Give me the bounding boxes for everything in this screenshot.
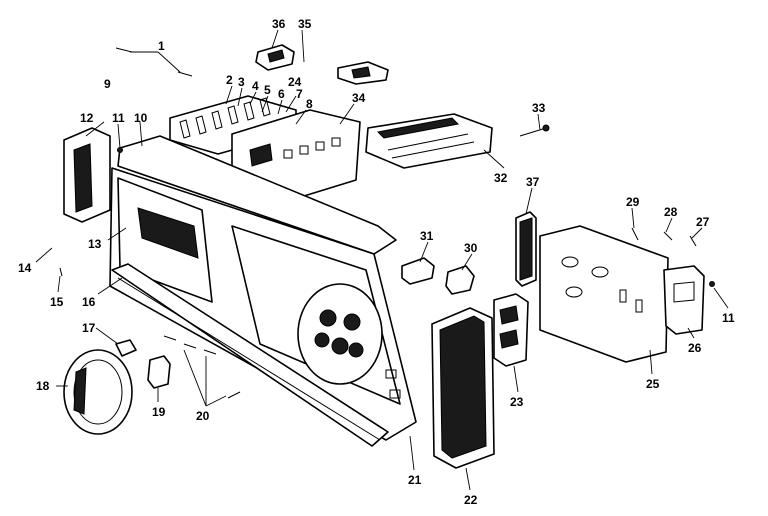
label-26: 26 <box>688 341 702 355</box>
part-1-screw <box>115 47 193 77</box>
label-31: 31 <box>420 229 434 243</box>
callout-labels: 1 2 3 4 5 6 7 8 9 10 11 11 12 13 14 15 1… <box>18 17 735 507</box>
parts <box>59 44 715 469</box>
part-25-back-plate <box>539 225 669 363</box>
part-27-29-screws <box>631 227 715 287</box>
part-12-side-panel <box>63 127 111 223</box>
label-10: 10 <box>134 111 148 125</box>
label-1: 1 <box>158 39 165 53</box>
part-19-knob <box>147 355 171 389</box>
label-14: 14 <box>18 261 32 275</box>
part-18-fan-ring <box>63 349 133 435</box>
label-15: 15 <box>50 295 64 309</box>
label-9: 9 <box>104 77 111 91</box>
label-36: 36 <box>272 17 286 31</box>
label-11b: 11 <box>722 311 735 325</box>
label-12: 12 <box>80 111 94 125</box>
part-36-bracket <box>255 44 295 71</box>
part-33-screw <box>519 124 550 137</box>
label-7: 7 <box>296 87 303 101</box>
part-30-clip <box>445 265 475 295</box>
label-20: 20 <box>196 409 210 423</box>
label-5: 5 <box>264 83 271 97</box>
label-27: 27 <box>696 215 710 229</box>
label-2: 2 <box>226 73 233 87</box>
label-8: 8 <box>306 97 313 111</box>
label-28: 28 <box>664 205 678 219</box>
label-29: 29 <box>626 195 640 209</box>
part-17-clip <box>115 339 137 357</box>
label-3: 3 <box>238 75 245 89</box>
part-35-bracket <box>337 61 389 85</box>
label-13: 13 <box>88 237 102 251</box>
label-16: 16 <box>82 295 96 309</box>
part-26-bracket <box>663 265 705 335</box>
part-10-top-frame <box>117 135 397 255</box>
part-23-block <box>493 293 529 367</box>
label-37: 37 <box>526 175 540 189</box>
part-37-terminal-strip <box>515 211 537 287</box>
label-23: 23 <box>510 395 524 409</box>
label-33: 33 <box>532 101 546 115</box>
label-19: 19 <box>152 405 166 419</box>
part-16-base-rail <box>111 263 389 447</box>
label-11a: 11 <box>112 111 125 125</box>
main-housing <box>109 167 417 441</box>
label-22: 22 <box>464 493 478 507</box>
part-32-grille <box>365 113 493 169</box>
label-18: 18 <box>36 379 50 393</box>
part-31-clip <box>401 257 435 285</box>
leader-lines <box>35 29 729 491</box>
label-25: 25 <box>646 377 660 391</box>
label-34: 34 <box>352 91 366 105</box>
label-4: 4 <box>252 79 259 93</box>
label-30: 30 <box>464 241 478 255</box>
label-24: 24 <box>288 75 302 89</box>
part-22-filter <box>431 307 495 469</box>
label-21: 21 <box>408 473 422 487</box>
label-35: 35 <box>298 17 312 31</box>
label-17: 17 <box>82 321 96 335</box>
label-6: 6 <box>278 87 285 101</box>
part-11-15-screws <box>59 147 123 277</box>
part-20-screws <box>163 335 241 399</box>
label-32: 32 <box>494 171 508 185</box>
